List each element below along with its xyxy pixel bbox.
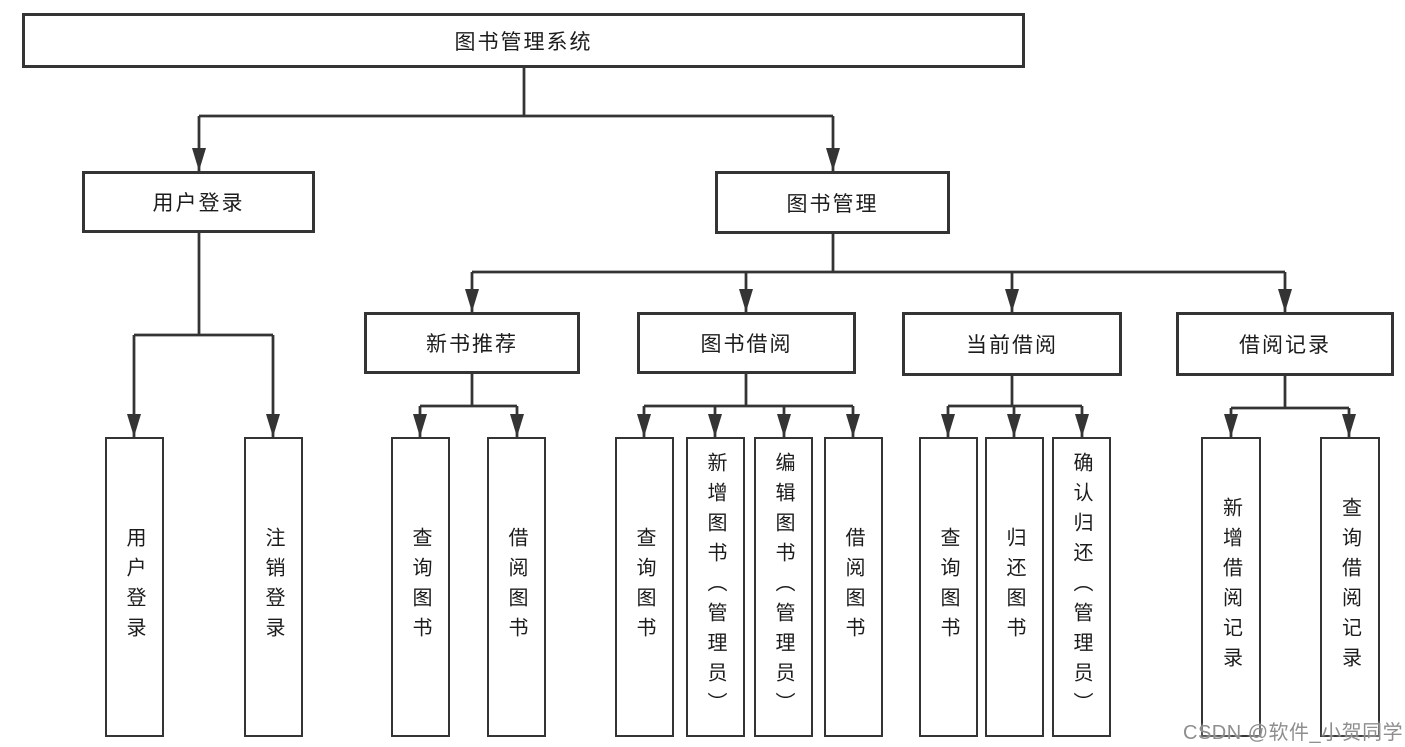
leaf-return-book: 归还图书 [985,437,1044,737]
node-book-borrow: 图书借阅 [637,312,856,374]
node-borrow-records: 借阅记录 [1176,312,1394,376]
node-current-borrow-label: 当前借阅 [966,334,1058,357]
leaf-logout: 注销登录 [244,437,303,737]
node-book-management: 图书管理 [715,171,950,234]
leaf-query-borrow-record-label: 查询借阅记录 [1338,497,1361,677]
leaf-add-borrow-record: 新增借阅记录 [1201,437,1261,737]
edge-borrow-record [1229,376,1351,437]
node-book-borrow-label: 图书借阅 [700,333,793,356]
leaf-add-book-admin-label: 新增图书（管理员） [704,452,726,722]
edge-book-borrow [642,374,855,437]
leaf-user-login: 用户登录 [105,437,164,737]
node-book-management-label: 图书管理 [786,192,879,216]
leaf-query-borrow-record: 查询借阅记录 [1320,437,1380,737]
arrowheads [127,148,1356,437]
leaf-return-book-label: 归还图书 [1003,527,1025,647]
node-root-label: 图书管理系统 [454,30,593,54]
watermark: CSDN @软件_小贺同学 [1183,722,1404,744]
leaf-query-book-2-label: 查询图书 [633,527,655,647]
leaf-query-book-3: 查询图书 [919,437,978,737]
leaf-query-book-1-label: 查询图书 [409,527,431,647]
leaf-borrow-book-1: 借阅图书 [487,437,546,737]
leaf-edit-book-admin: 编辑图书（管理员） [754,437,813,737]
edge-new-book [418,374,519,437]
leaf-query-book-2: 查询图书 [615,437,674,737]
node-root: 图书管理系统 [22,13,1025,68]
node-user-login: 用户登录 [82,171,315,233]
leaf-confirm-return-admin: 确认归还（管理员） [1052,437,1111,737]
edge-user-login [132,233,275,437]
leaf-borrow-book-2-label: 借阅图书 [842,527,864,647]
node-new-book-recommend: 新书推荐 [364,312,580,374]
edge-book-management [470,234,1287,312]
leaf-query-book-1: 查询图书 [391,437,450,737]
edge-root [197,68,835,171]
leaf-borrow-book-2: 借阅图书 [824,437,883,737]
leaf-add-borrow-record-label: 新增借阅记录 [1219,497,1242,677]
leaf-edit-book-admin-label: 编辑图书（管理员） [772,452,794,722]
leaf-add-book-admin: 新增图书（管理员） [686,437,745,737]
leaf-logout-label: 注销登录 [262,527,284,647]
leaf-confirm-return-admin-label: 确认归还（管理员） [1070,452,1092,722]
node-borrow-records-label: 借阅记录 [1239,334,1331,357]
node-new-book-recommend-label: 新书推荐 [426,333,518,356]
node-current-borrow: 当前借阅 [902,312,1122,376]
leaf-user-login-label: 用户登录 [123,527,145,647]
leaf-query-book-3-label: 查询图书 [937,527,959,647]
node-user-login-label: 用户登录 [152,192,245,215]
leaf-borrow-book-1-label: 借阅图书 [505,527,527,647]
